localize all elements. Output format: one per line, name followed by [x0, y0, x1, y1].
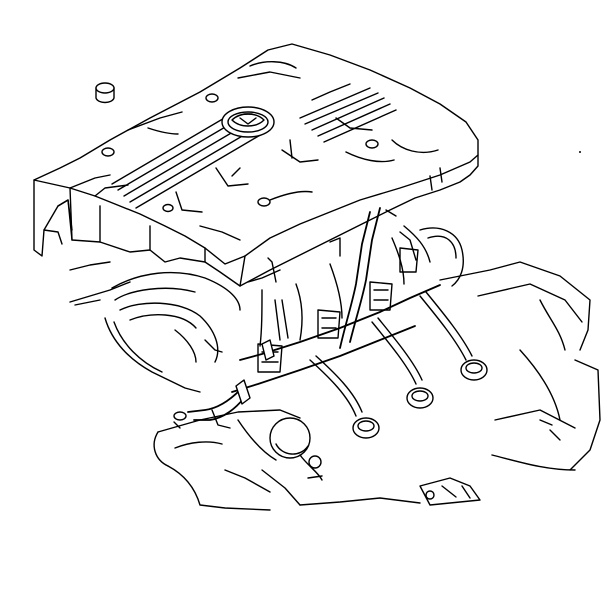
spark-plug-boot [461, 360, 487, 380]
engine-left-side [70, 262, 240, 392]
engine-cover-emblem-icon [222, 107, 274, 137]
spark-plug-wires [174, 208, 472, 428]
intake-manifold [154, 410, 322, 510]
engine-block [300, 262, 600, 505]
engine-cover [34, 44, 478, 286]
spark-plug-boots [353, 360, 487, 438]
spark-plug-boot [353, 418, 379, 438]
oil-filler-cap [96, 83, 114, 103]
registration-dot [579, 151, 581, 153]
spark-plug-boot [407, 388, 433, 408]
